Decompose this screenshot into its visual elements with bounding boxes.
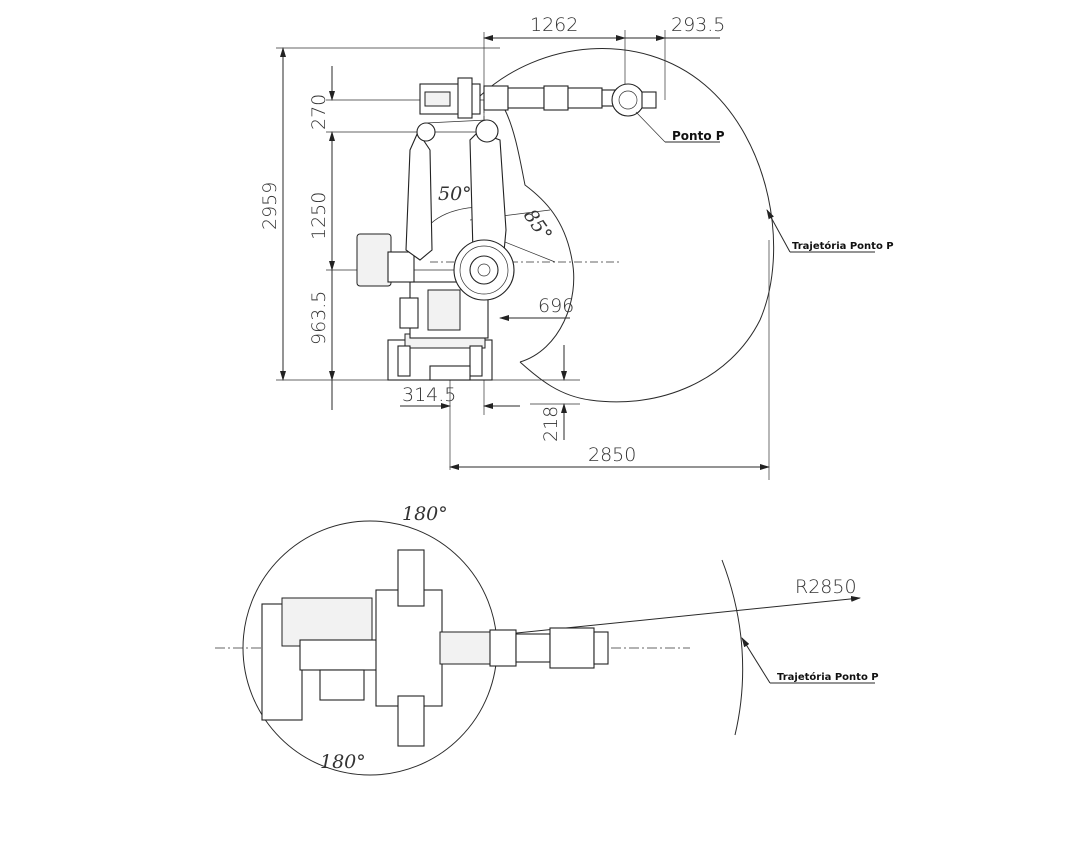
- dim-radius: R2850: [795, 576, 857, 598]
- side-view: 1262 293.5 2959 270 1250 963.5 696 314.5…: [259, 14, 894, 480]
- angle-bottom: 180°: [320, 751, 366, 773]
- top-view: R2850 180° 180° Trajetória Ponto P: [215, 503, 879, 776]
- work-envelope-outer: [479, 48, 775, 403]
- robot-base: [387, 333, 493, 381]
- label-point-p: Ponto P: [672, 129, 725, 143]
- wrist: [611, 83, 666, 143]
- upper-arm: [419, 77, 623, 119]
- angle-upper: 85°: [519, 205, 556, 245]
- dim-top-reach: 1262: [530, 14, 578, 36]
- work-envelope-inner: [504, 109, 575, 363]
- dim-base-height: 963.5: [308, 291, 330, 345]
- dim-arm-offset: 270: [308, 94, 330, 130]
- outer-reach-arc: [721, 559, 744, 736]
- dim-total-height: 2959: [259, 182, 281, 230]
- dim-max-reach: 2850: [588, 444, 636, 466]
- dim-inner-radius: 696: [538, 295, 574, 317]
- dim-rear-offset: 314.5: [402, 384, 456, 406]
- dim-arm-length: 1250: [308, 192, 330, 240]
- dim-below-base: 218: [540, 406, 562, 442]
- main-joint: [453, 239, 515, 301]
- label-trajectory-top: Trajetória Ponto P: [777, 671, 879, 683]
- angle-top: 180°: [402, 503, 448, 525]
- dim-wrist-offset: 293.5: [671, 14, 725, 36]
- angle-lower: 50°: [438, 183, 472, 205]
- rear-motor: [356, 233, 415, 287]
- label-trajectory-side: Trajetória Ponto P: [792, 240, 894, 252]
- robot-top: [261, 549, 609, 747]
